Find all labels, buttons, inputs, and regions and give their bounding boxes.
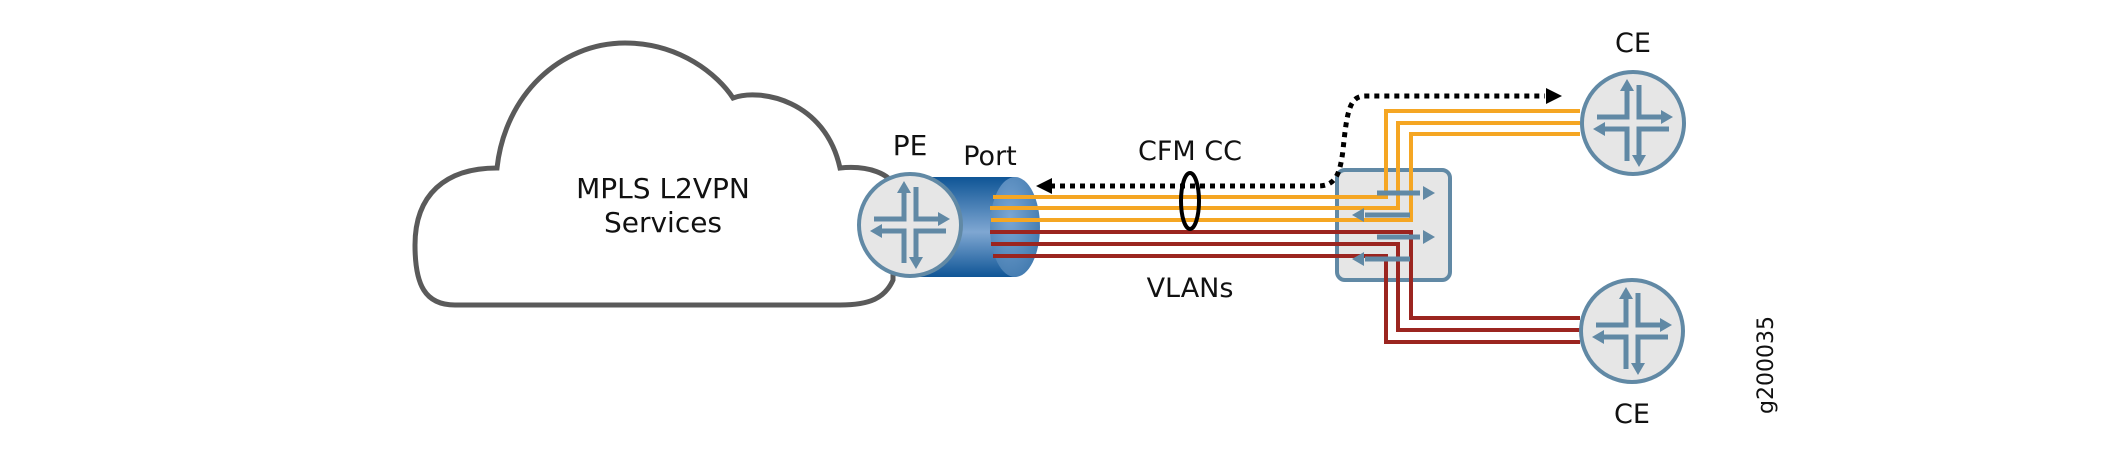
- cfm-cc-label: CFM CC: [1138, 136, 1242, 167]
- vlans-label: VLANs: [1147, 273, 1234, 304]
- cloud-label-line1: MPLS L2VPN: [576, 172, 750, 205]
- ce-top-label: CE: [1615, 28, 1651, 59]
- pe-label: PE: [893, 129, 928, 162]
- figure-id-label: g200035: [1754, 316, 1779, 414]
- orange-vlan-line-1: [993, 109, 1580, 199]
- red-vlan-line-3: [993, 254, 1580, 344]
- orange-vlan-line-2: [990, 121, 1580, 210]
- ce-top-router-icon: [1582, 72, 1684, 174]
- orange-vlan-line-3: [991, 132, 1580, 222]
- red-vlan-lines: [990, 230, 1580, 344]
- arrow-left-icon: [1036, 178, 1052, 194]
- red-vlan-line-2: [991, 242, 1580, 332]
- ce-bottom-router-icon: [1581, 280, 1683, 382]
- switch-icon: [1335, 168, 1452, 282]
- pe-router-icon: [859, 174, 961, 276]
- switch-arrows: [1352, 186, 1435, 266]
- red-vlan-line-1: [990, 230, 1580, 320]
- port-label: Port: [963, 141, 1017, 172]
- arrow-right-icon: [1546, 88, 1562, 104]
- cloud-label-line2: Services: [604, 206, 722, 239]
- vlan-bundle-ellipse: [1179, 171, 1201, 231]
- ce-bottom-label: CE: [1614, 399, 1650, 430]
- cfm-cc-path: [1036, 88, 1562, 194]
- orange-vlan-lines: [990, 109, 1580, 222]
